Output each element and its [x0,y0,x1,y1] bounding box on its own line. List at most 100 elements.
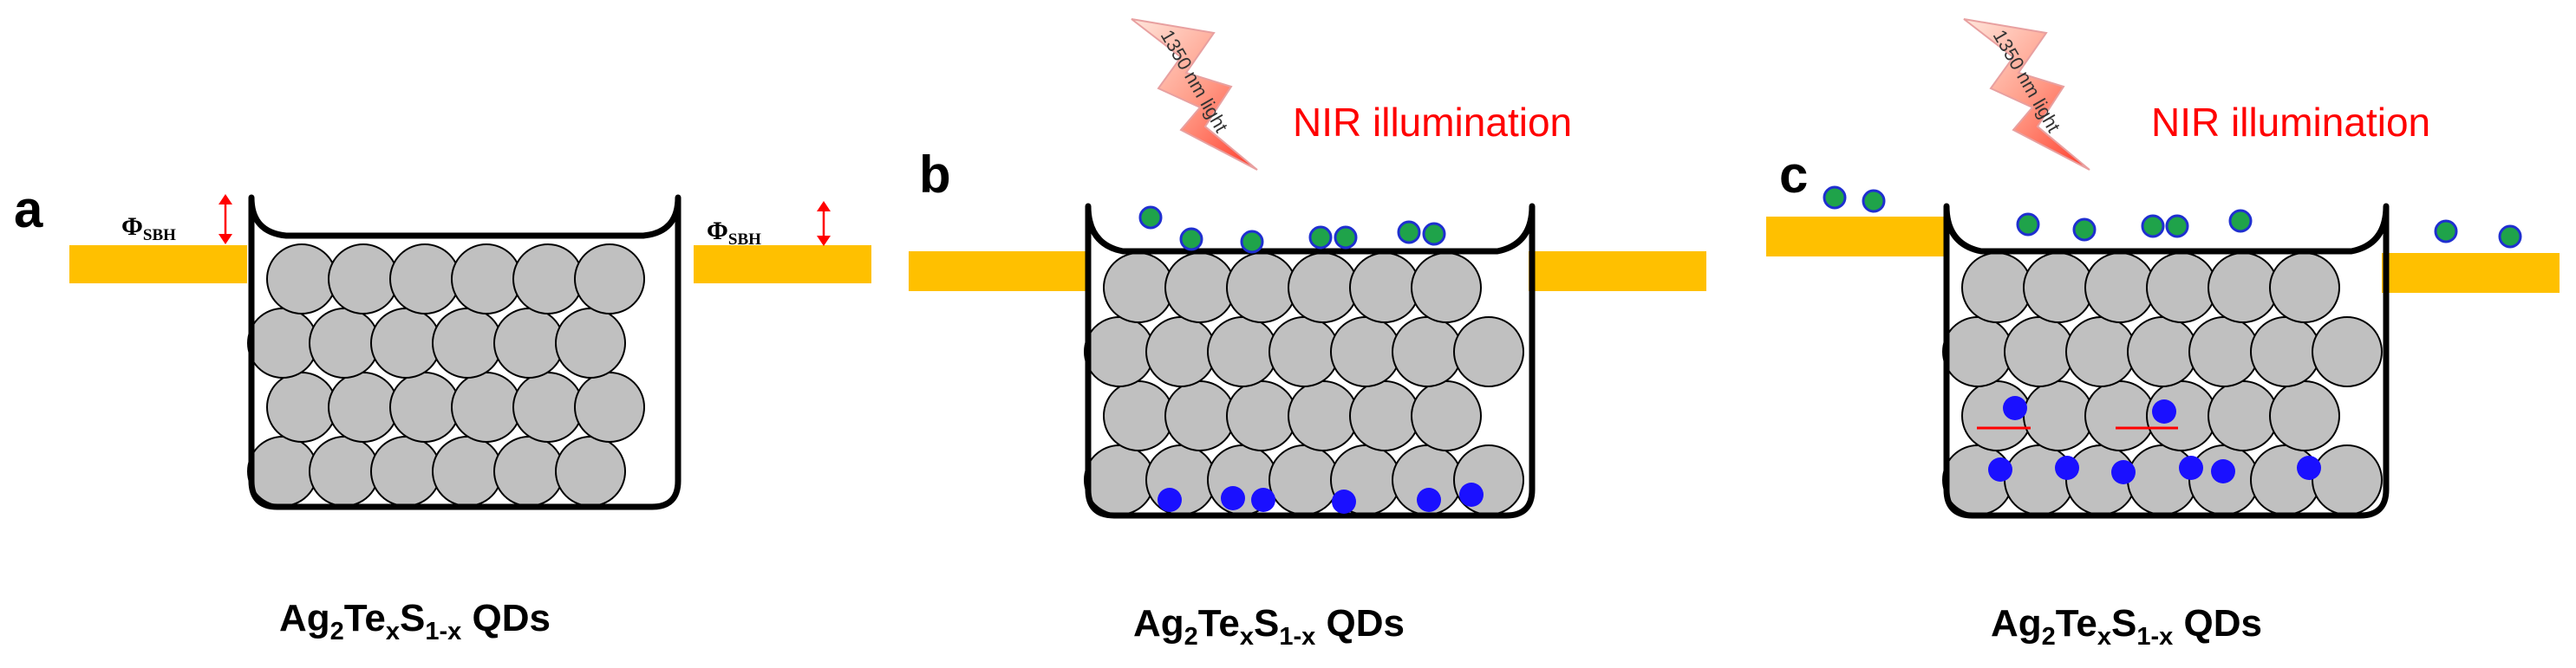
quantum-dot [2065,316,2136,387]
hole-dot [1422,222,1446,246]
quantum-dot [2023,380,2094,451]
electron-dot [1221,486,1245,510]
quantum-dot [1330,316,1401,387]
right-electrode [2382,253,2560,293]
quantum-dot [1288,252,1359,323]
hole-dot [1334,225,1358,250]
quantum-dot [1268,316,1340,387]
quantum-dot [2188,316,2260,387]
quantum-dot [1084,316,1155,387]
quantum-dot [389,372,460,443]
quantum-dot [370,436,441,507]
quantum-dot [432,436,503,507]
quantum-dot [266,372,337,443]
quantum-dot [1226,252,1297,323]
quantum-dot [2312,316,2383,387]
electron-dot [2152,399,2176,424]
quantum-dot [2250,316,2321,387]
quantum-dot [1268,444,1340,516]
panel-letter-c: c [1779,146,1808,204]
quantum-dot [309,436,380,507]
channel-outline [1085,203,1536,519]
electron-dots [1158,483,1484,514]
quantum-dot-film [247,243,645,507]
panel-b: b 1350 nm light NIR illumination Ag2TexS… [909,18,1706,651]
quantum-dot [370,308,441,379]
hole-dot [2228,209,2253,233]
quantum-dot [1349,380,1420,451]
quantum-dot [2208,252,2279,323]
nir-illumination-label: NIR illumination [1293,100,1572,145]
quantum-dot [451,372,522,443]
hole-dot [1823,185,1847,210]
panel-a: a ΦSBH ΦSBH Ag2TexS1-x QDs [14,180,871,645]
hole-dot [1397,220,1421,244]
electron-dot [1988,457,2012,482]
quantum-dot [2023,252,2094,323]
caption-c: Ag2TexS1-x QDs [1991,602,2262,651]
quantum-dot [1164,252,1236,323]
hole-dot [1308,225,1333,250]
quantum-dot [1942,316,2013,387]
quantum-dot [1164,380,1236,451]
left-electrode [1766,217,1948,256]
quantum-dot [2004,316,2075,387]
left-electrode [69,245,247,283]
quantum-dot [1288,380,1359,451]
quantum-dot [2146,252,2217,323]
caption-b: Ag2TexS1-x QDs [1133,602,1405,651]
hole-dot [2016,212,2040,237]
hole-dot [2498,224,2522,249]
electron-dot [2003,396,2027,420]
lightning-bolt-icon: 1350 nm light [1131,18,1258,171]
caption-a: Ag2TexS1-x QDs [279,597,551,645]
electron-dot [1158,488,1182,512]
trapped-electrons [1977,396,2178,430]
channel-outline [248,194,681,510]
hole-dot [2434,219,2458,243]
electron-dot [1332,490,1356,514]
channel-outline [1943,203,2390,519]
quantum-dot [493,436,564,507]
quantum-dot [555,436,626,507]
quantum-dot [1226,380,1297,451]
barrier-arrow-left [218,194,232,244]
hole-dot [2165,214,2189,238]
quantum-dot [1145,316,1216,387]
quantum-dot [574,243,645,315]
quantum-dot [2312,444,2383,516]
quantum-dot [1084,444,1155,516]
right-electrode [694,245,871,283]
quantum-dot [328,372,399,443]
quantum-dot [1103,252,1174,323]
hole-dot [2072,217,2097,242]
quantum-dot [2269,380,2340,451]
quantum-dot [2250,444,2321,516]
electron-dot [2055,456,2079,480]
hole-dots [1138,205,1446,254]
panel-letter-b: b [919,146,951,204]
electron-dot [2297,456,2321,480]
left-electrode [909,251,1091,291]
quantum-dot [2004,444,2075,516]
quantum-dot [1453,316,1524,387]
quantum-dot [451,243,522,315]
quantum-dot [2269,252,2340,323]
quantum-dot [2084,252,2155,323]
quantum-dot [574,372,645,443]
nir-illumination-label: NIR illumination [2151,100,2430,145]
quantum-dot [2084,380,2155,451]
quantum-dot-film [1084,252,1524,516]
quantum-dot [555,308,626,379]
quantum-dot [1411,380,1482,451]
hole-dot [1179,227,1203,251]
hole-dot [2141,214,2165,238]
quantum-dot [309,308,380,379]
quantum-dot [1411,252,1482,323]
quantum-dot [2127,444,2198,516]
electron-dot [1417,488,1441,512]
quantum-dot [1103,380,1174,451]
hole-dot [1240,230,1264,254]
hole-dot [1138,205,1163,230]
quantum-dot [512,243,584,315]
